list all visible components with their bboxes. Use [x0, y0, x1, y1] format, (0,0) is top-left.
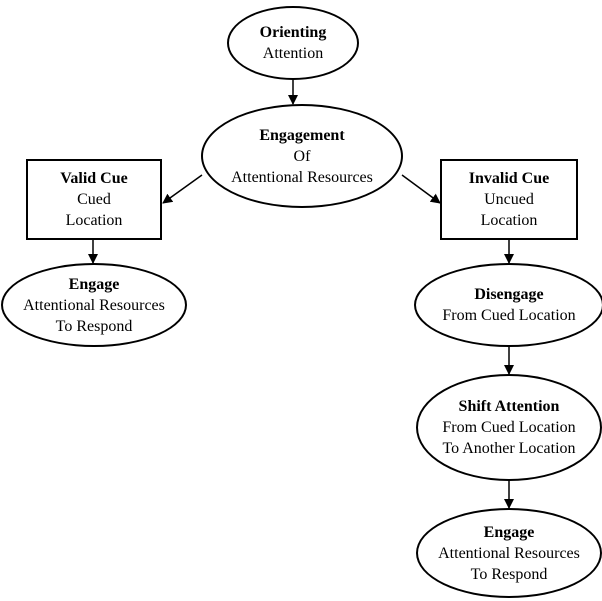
node-text: Attention — [262, 45, 324, 62]
node-invalid-cue: Invalid Cue Uncued Location — [440, 159, 578, 240]
node-title: Engage — [68, 275, 120, 293]
node-valid-cue: Valid Cue Cued Location — [26, 159, 162, 240]
node-text: Of — [293, 147, 311, 165]
node-shift-attention: Shift Attention From Cued Location To An… — [416, 374, 602, 481]
node-title: Valid Cue — [60, 170, 128, 187]
node-text: Attentional Resources — [231, 168, 373, 186]
node-text: To Another Location — [442, 440, 576, 457]
node-title: Shift Attention — [458, 398, 560, 415]
node-text: Cued — [77, 191, 111, 208]
node-text: Location — [65, 212, 123, 229]
node-title: Orienting — [259, 24, 327, 41]
node-text: To Respond — [470, 565, 548, 583]
node-title: Engagement — [259, 126, 345, 144]
node-engage-right: Engage Attentional Resources To Respond — [416, 508, 602, 598]
node-text: Attentional Resources — [438, 544, 580, 562]
node-text: Attentional Resources — [23, 296, 165, 314]
node-text: From Cued Location — [442, 419, 576, 436]
node-disengage: Disengage From Cued Location — [414, 263, 602, 347]
node-text: Location — [480, 212, 538, 229]
node-text: Uncued — [484, 191, 534, 208]
node-text: From Cued Location — [442, 307, 576, 324]
node-title: Disengage — [474, 286, 544, 303]
node-title: Engage — [483, 523, 535, 541]
arrow-engagement-to-valid-cue — [162, 174, 203, 204]
node-orienting-attention: Orienting Attention — [227, 6, 359, 80]
node-engagement: Engagement Of Attentional Resources — [201, 104, 403, 208]
node-title: Invalid Cue — [468, 170, 550, 187]
node-engage-left: Engage Attentional Resources To Respond — [1, 263, 187, 347]
arrow-engagement-to-invalid-cue — [401, 174, 441, 204]
node-text: To Respond — [55, 317, 133, 335]
